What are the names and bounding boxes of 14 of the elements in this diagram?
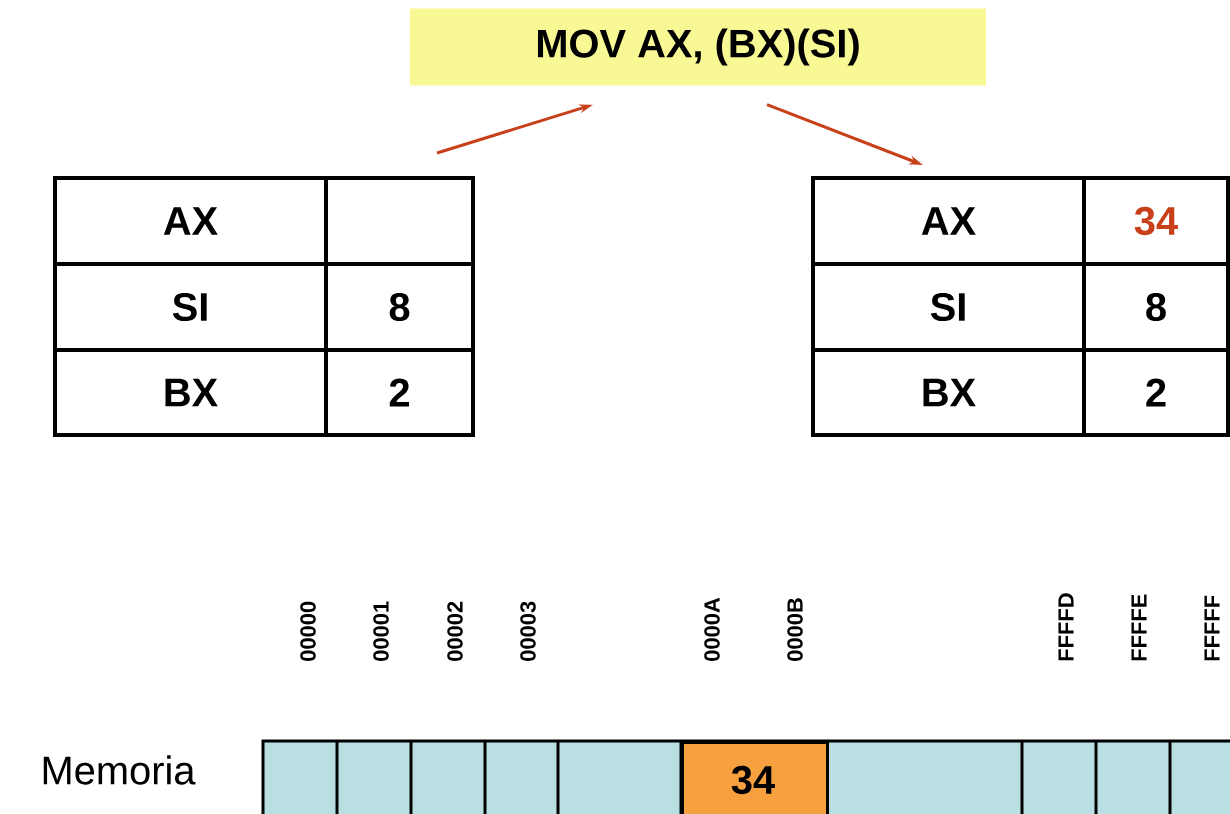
- register-table: AX SI 8 BX 2: [53, 176, 475, 437]
- register-table: AX 34 SI 8 BX 2: [811, 176, 1230, 437]
- instruction-box: MOV AX, (BX)(SI): [410, 8, 986, 86]
- address-label: FFFFF: [1204, 595, 1220, 661]
- address-label: 0000A: [704, 597, 720, 661]
- address-label: 00000: [300, 601, 316, 661]
- memory-cell: 34: [681, 741, 829, 814]
- address-label: FFFFE: [1131, 594, 1147, 661]
- address-label: FFFFD: [1058, 593, 1074, 661]
- address-label: 00002: [447, 601, 463, 661]
- address-label: 00001: [373, 601, 389, 661]
- memory-label: Memoria: [43, 755, 196, 785]
- address-label: 0000B: [787, 598, 803, 661]
- address-label: 00003: [520, 601, 536, 661]
